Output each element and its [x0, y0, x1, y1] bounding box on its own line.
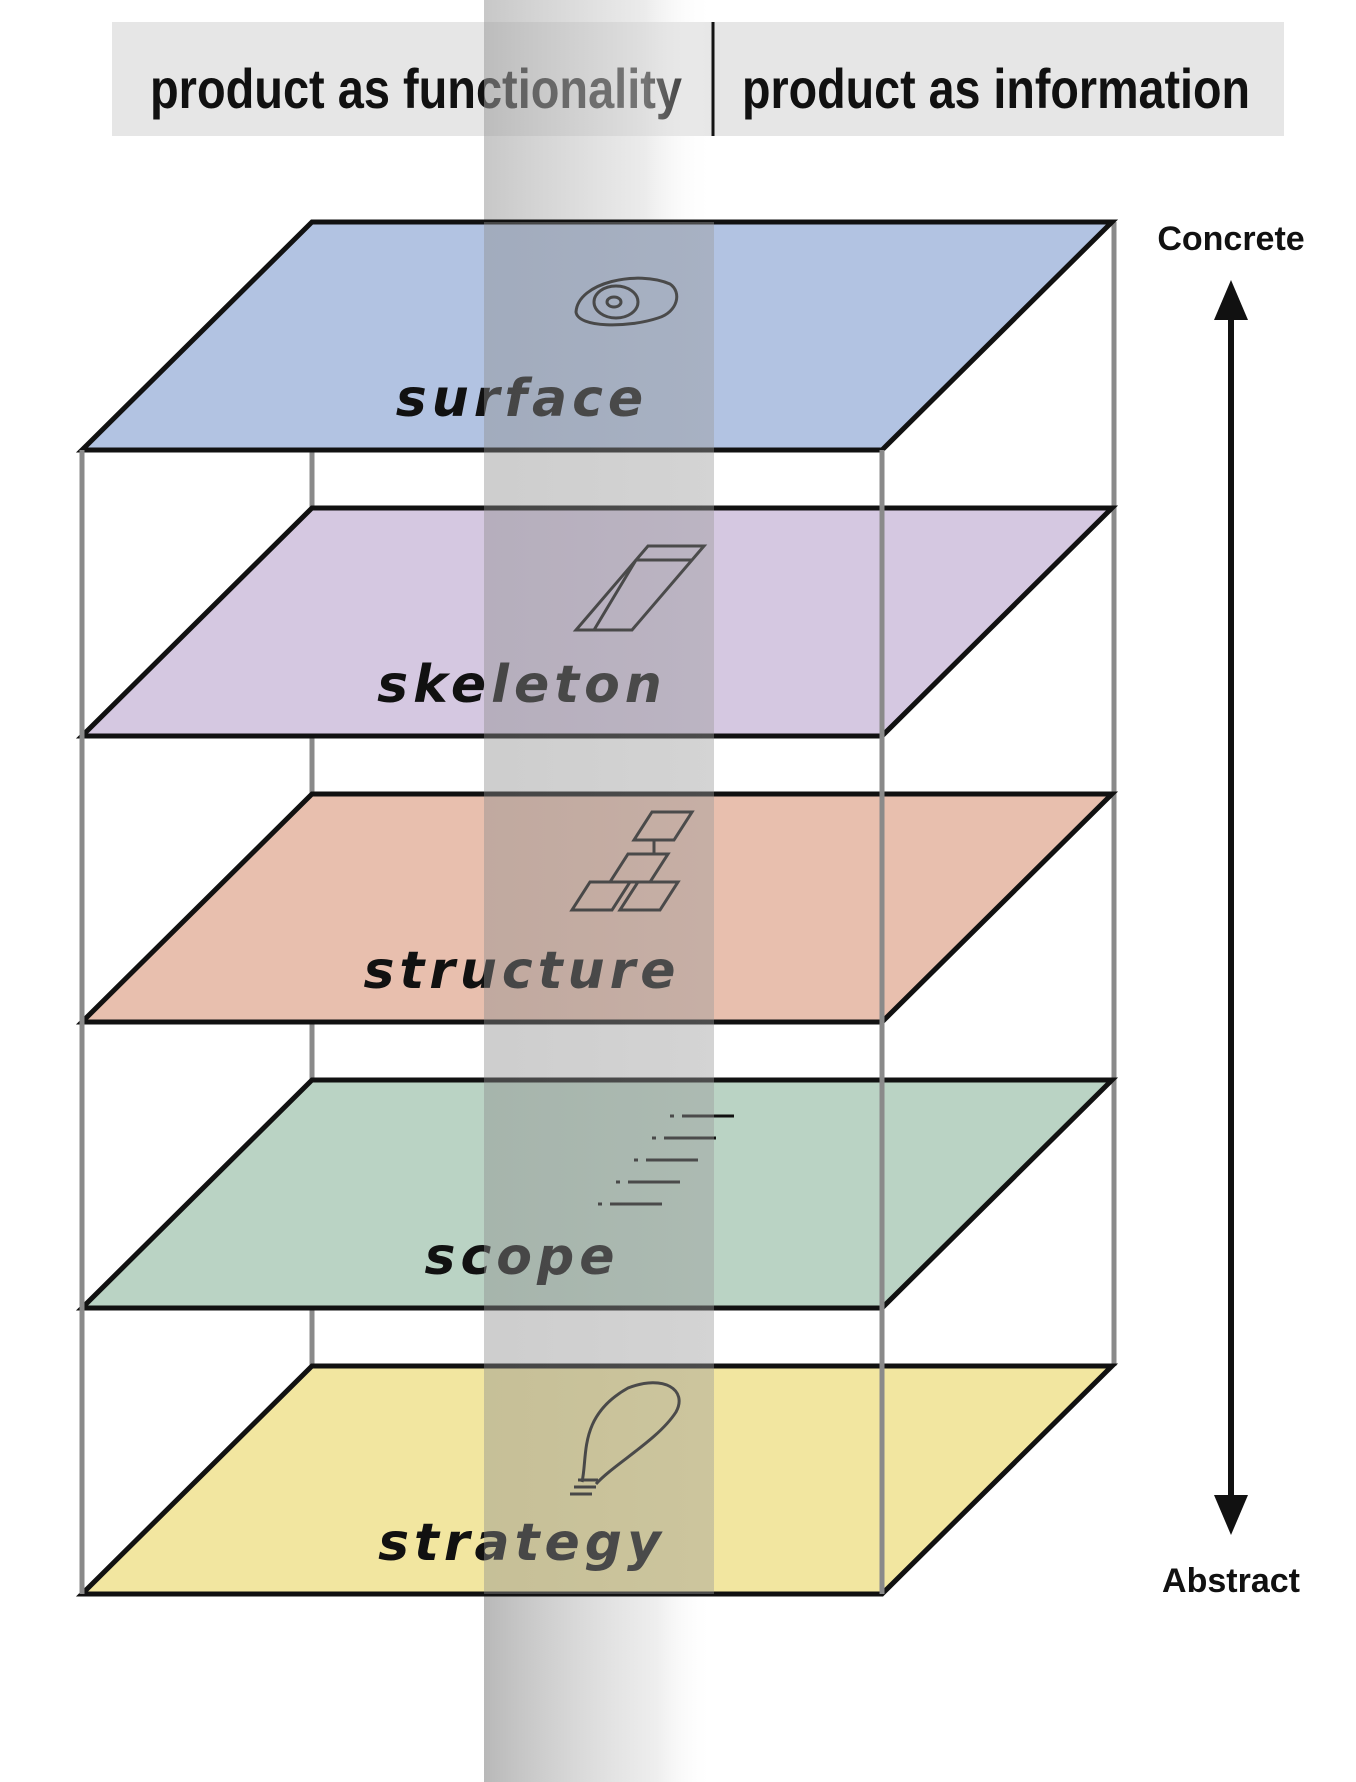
axis-bottom-label: Abstract [1162, 1562, 1300, 1600]
concrete-abstract-axis: Concrete Abstract [1157, 220, 1304, 1600]
axis-top-label: Concrete [1157, 220, 1304, 258]
arrow-up-icon [1214, 280, 1248, 320]
header-right-label: product as information [742, 57, 1250, 120]
center-band [484, 222, 714, 1594]
center-band-bottom-fade [484, 1585, 714, 1782]
center-band-top-fade [484, 0, 714, 230]
front-posts [79, 450, 885, 1594]
arrow-down-icon [1214, 1495, 1248, 1535]
